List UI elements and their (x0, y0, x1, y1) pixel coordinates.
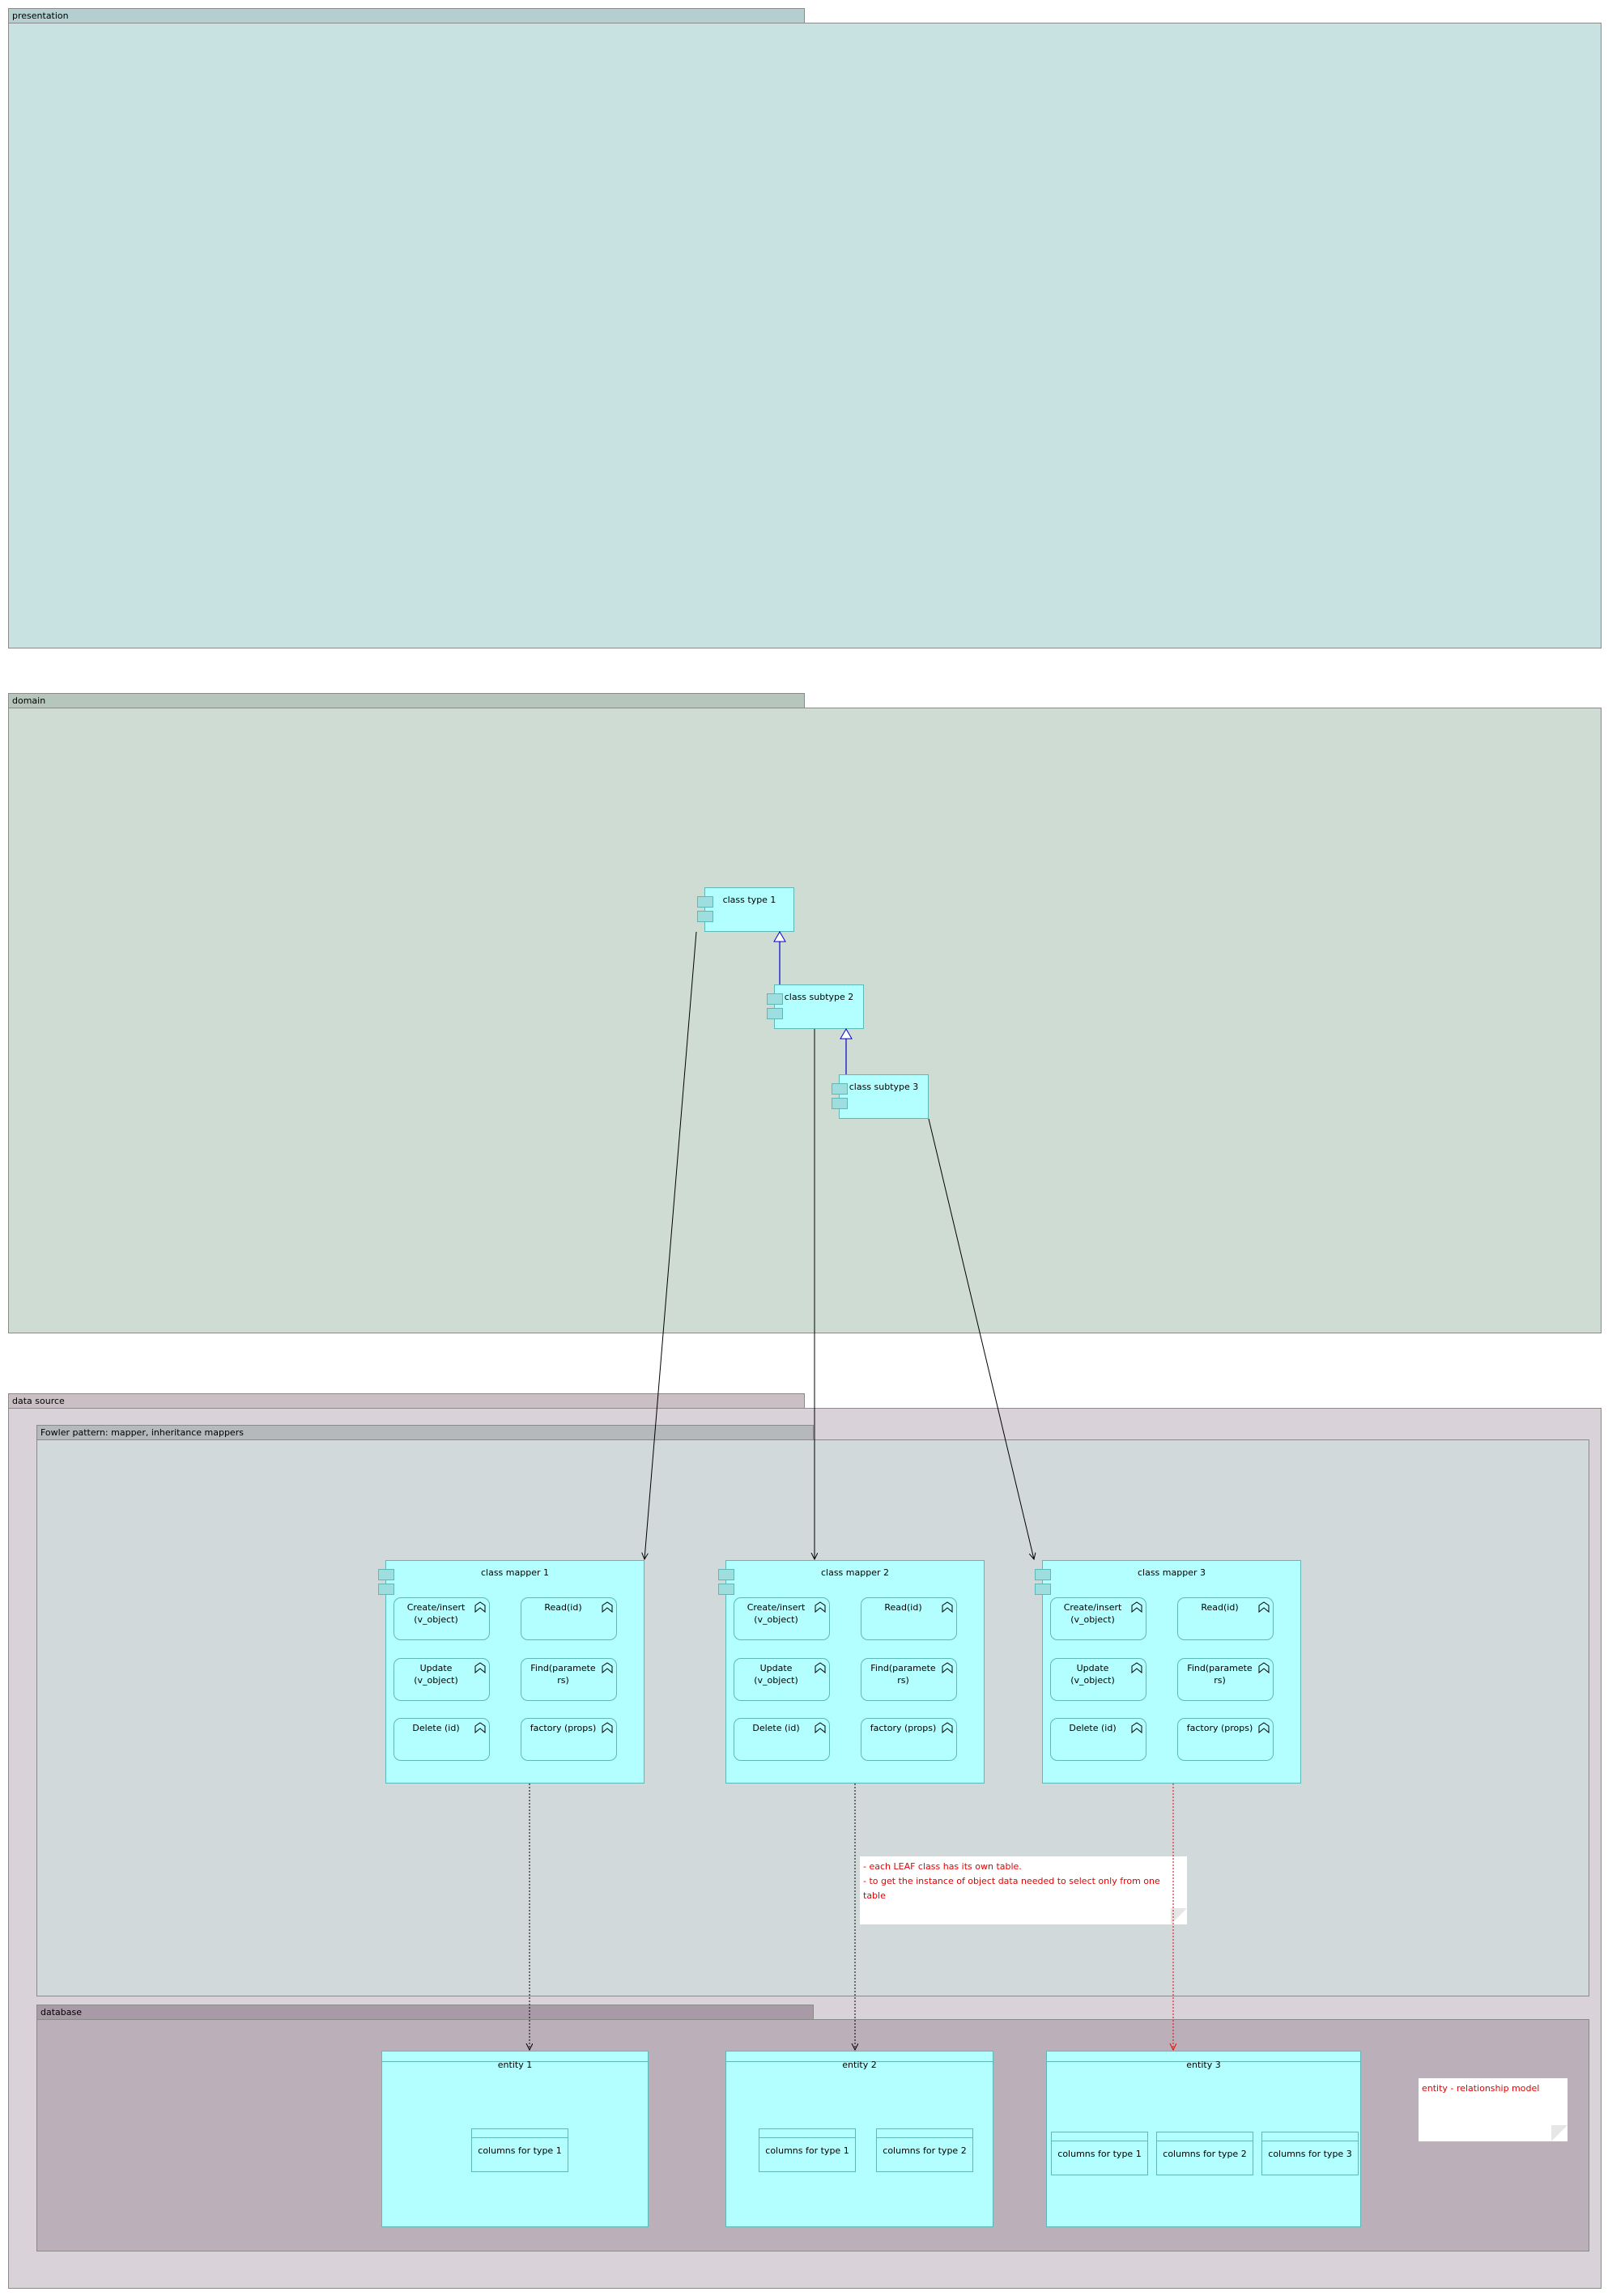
update-function[interactable]: Update (v_object) (1050, 1658, 1146, 1701)
update-function[interactable]: Update (v_object) (734, 1658, 830, 1701)
read-function[interactable]: Read(id) (1177, 1597, 1274, 1640)
function-icon (1258, 1601, 1270, 1613)
function-icon (815, 1722, 826, 1733)
entity-column[interactable]: columns for type 1 (471, 2128, 568, 2172)
function-icon (942, 1722, 953, 1733)
delete-function[interactable]: Delete (id) (1050, 1718, 1146, 1761)
create-insert-function[interactable]: Create/insert (v_object) (734, 1597, 830, 1640)
function-icon (474, 1601, 486, 1613)
class-label: class subtype 2 (784, 992, 854, 1002)
function-icon (602, 1722, 613, 1733)
presentation-layer-tab[interactable]: presentation (8, 8, 805, 23)
component-icon (1035, 1569, 1051, 1580)
function-icon (474, 1662, 486, 1673)
entity-header-rule (726, 2061, 993, 2062)
data-source-layer-tab[interactable]: data source (8, 1393, 805, 1409)
presentation-layer[interactable] (8, 23, 1602, 648)
component-icon (718, 1584, 734, 1595)
note-fold (1551, 2125, 1568, 2141)
function-icon (942, 1662, 953, 1673)
entity-column[interactable]: columns for type 1 (759, 2128, 856, 2172)
function-icon (1131, 1722, 1142, 1733)
component-icon (767, 1008, 783, 1019)
function-icon (1131, 1601, 1142, 1613)
factory-function[interactable]: factory (props) (861, 1718, 957, 1761)
domain-layer-tab[interactable]: domain (8, 693, 805, 708)
function-icon (942, 1601, 953, 1613)
entity-label: entity 3 (1186, 2060, 1221, 2070)
function-icon (815, 1662, 826, 1673)
class-mapper-2[interactable]: class mapper 2 Create/insert (v_object) … (718, 1560, 985, 1784)
find-function[interactable]: Find(paramete rs) (861, 1658, 957, 1701)
component-icon (718, 1569, 734, 1580)
entity-2[interactable]: entity 2 columns for type 1 columns for … (725, 2051, 993, 2227)
mapper-label: class mapper 2 (820, 1567, 889, 1578)
component-icon (697, 896, 713, 908)
note-line: - each LEAF class has its own table. (863, 1861, 1022, 1872)
component-icon (378, 1569, 394, 1580)
entity-label: entity 2 (842, 2060, 877, 2070)
entity-column[interactable]: columns for type 1 (1051, 2132, 1148, 2175)
class-mapper-3[interactable]: class mapper 3 Create/insert (v_object) … (1035, 1560, 1301, 1784)
note-fold (1171, 1908, 1187, 1924)
mapper-label: class mapper 3 (1137, 1567, 1206, 1578)
fowler-pattern-tab[interactable]: Fowler pattern: mapper, inheritance mapp… (36, 1425, 814, 1440)
entity-column[interactable]: columns for type 3 (1261, 2132, 1359, 2175)
note-line: - to get the instance of object data nee… (863, 1876, 1160, 1901)
database-tab[interactable]: database (36, 2005, 814, 2020)
delete-function[interactable]: Delete (id) (734, 1718, 830, 1761)
delete-function[interactable]: Delete (id) (393, 1718, 490, 1761)
function-icon (602, 1662, 613, 1673)
component-icon (832, 1083, 848, 1095)
entity-header-rule (1047, 2061, 1360, 2062)
component-icon (378, 1584, 394, 1595)
create-insert-function[interactable]: Create/insert (v_object) (1050, 1597, 1146, 1640)
class-label: class type 1 (722, 895, 776, 905)
entity-1[interactable]: entity 1 columns for type 1 (381, 2051, 649, 2227)
note-text: entity - relationship model (1422, 2083, 1540, 2094)
column-header-rule (877, 2137, 972, 2138)
entity-column[interactable]: columns for type 2 (876, 2128, 973, 2172)
column-header-rule (472, 2137, 568, 2138)
component-icon (767, 993, 783, 1005)
function-icon (1131, 1662, 1142, 1673)
factory-function[interactable]: factory (props) (1177, 1718, 1274, 1761)
function-icon (1258, 1722, 1270, 1733)
find-function[interactable]: Find(paramete rs) (521, 1658, 617, 1701)
class-subtype-3[interactable]: class subtype 3 (832, 1074, 929, 1119)
component-icon (697, 911, 713, 922)
create-insert-function[interactable]: Create/insert (v_object) (393, 1597, 490, 1640)
component-icon (1035, 1584, 1051, 1595)
update-function[interactable]: Update (v_object) (393, 1658, 490, 1701)
entity-3[interactable]: entity 3 columns for type 1 columns for … (1046, 2051, 1361, 2227)
column-header-rule (759, 2137, 855, 2138)
class-subtype-2[interactable]: class subtype 2 (767, 984, 864, 1029)
class-mapper-1[interactable]: class mapper 1 Create/insert (v_object) … (378, 1560, 644, 1784)
leaf-table-note[interactable]: - each LEAF class has its own table. - t… (860, 1856, 1187, 1924)
read-function[interactable]: Read(id) (521, 1597, 617, 1640)
class-label: class subtype 3 (849, 1082, 919, 1092)
entity-header-rule (382, 2061, 648, 2062)
function-icon (1258, 1662, 1270, 1673)
function-icon (815, 1601, 826, 1613)
entity-column[interactable]: columns for type 2 (1156, 2132, 1253, 2175)
find-function[interactable]: Find(paramete rs) (1177, 1658, 1274, 1701)
component-icon (832, 1098, 848, 1109)
class-type-1[interactable]: class type 1 (697, 887, 794, 932)
factory-function[interactable]: factory (props) (521, 1718, 617, 1761)
mapper-label: class mapper 1 (480, 1567, 549, 1578)
read-function[interactable]: Read(id) (861, 1597, 957, 1640)
entity-label: entity 1 (497, 2060, 533, 2070)
er-model-note[interactable]: entity - relationship model (1419, 2078, 1568, 2141)
function-icon (602, 1601, 613, 1613)
function-icon (474, 1722, 486, 1733)
